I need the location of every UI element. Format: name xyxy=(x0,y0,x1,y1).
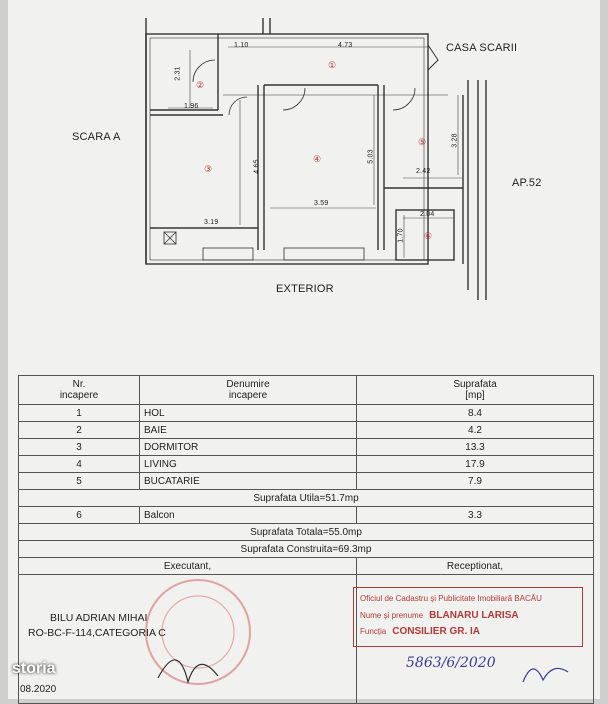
room-number-2: ② xyxy=(196,80,205,90)
cell-name: BAIE xyxy=(139,421,357,439)
label-stairs-a: SCARA A xyxy=(72,131,121,143)
cell-name: LIVING xyxy=(139,455,357,473)
table-summary-row: Suprafata Totala=55.0mp xyxy=(18,523,594,541)
table-summary-row: Suprafata Construita=69.3mp xyxy=(18,540,594,558)
cell-area: 7.9 xyxy=(356,472,594,490)
document-date: 08.2020 xyxy=(20,684,57,695)
table-summary-row: Suprafata Utila=51.7mp xyxy=(18,489,594,507)
cell-name: Balcon xyxy=(139,506,357,524)
cell-name: HOL xyxy=(139,404,357,422)
executant-stamp xyxy=(145,579,251,685)
room-number-6: ⑥ xyxy=(424,231,433,241)
receptionat-signature xyxy=(522,667,569,683)
executant-name: BILU ADRIAN MIHAI xyxy=(50,612,148,624)
table-row: 6 Balcon 3.3 xyxy=(18,506,594,524)
stamp-office: Oficiul de Cadastru și Publicitate Imobi… xyxy=(360,594,542,603)
useful-area: Suprafata Utila=51.7mp xyxy=(18,489,594,507)
executant-code: RO-BC-F-114,CATEGORIA C xyxy=(28,627,166,639)
dimension: 2.04 xyxy=(420,211,435,218)
table-header-row: Nr. incapere Denumire incapere Suprafata… xyxy=(18,375,594,405)
handwritten-number: 5863/6/2020 xyxy=(406,655,496,671)
table-row: 4 LIVING 17.9 xyxy=(18,455,594,473)
dimension: 5.03 xyxy=(367,149,375,164)
header-nr: Nr. incapere xyxy=(18,375,140,405)
dimension: 2.31 xyxy=(174,66,182,81)
header-name: Denumire incapere xyxy=(139,375,357,405)
signature-header-row: Executant, Receptionat, xyxy=(18,557,594,575)
cell-area: 13.3 xyxy=(356,438,594,456)
area-table: Nr. incapere Denumire incapere Suprafata… xyxy=(18,375,594,704)
dimension: 1.10 xyxy=(234,42,249,49)
label-stairs-house: CASA SCARII xyxy=(446,42,518,54)
dimension: 1.70 xyxy=(397,228,405,243)
dimension: 3.19 xyxy=(204,219,219,226)
cell-nr: 3 xyxy=(18,438,140,456)
dimension: 3.59 xyxy=(314,200,329,207)
dimension: 2.42 xyxy=(416,168,431,175)
cell-name: BUCATARIE xyxy=(139,472,357,490)
cell-area: 17.9 xyxy=(356,455,594,473)
dimension: 4.65 xyxy=(253,159,261,174)
built-area: Suprafata Construita=69.3mp xyxy=(18,540,594,558)
table-row: 3 DORMITOR 13.3 xyxy=(18,438,594,456)
label-exterior: EXTERIOR xyxy=(276,283,334,295)
dimension: 3.28 xyxy=(451,133,459,148)
cell-area: 3.3 xyxy=(356,506,594,524)
cell-area: 4.2 xyxy=(356,421,594,439)
floor-plan xyxy=(145,18,487,300)
cell-nr: 6 xyxy=(18,506,140,524)
cell-nr: 5 xyxy=(18,472,140,490)
document-page: CASA SCARII SCARA A AP.52 EXTERIOR ① ② ③… xyxy=(8,0,600,704)
total-area: Suprafata Totala=55.0mp xyxy=(18,523,594,541)
cell-area: 8.4 xyxy=(356,404,594,422)
table-row: 1 HOL 8.4 xyxy=(18,404,594,422)
storia-logo: storia xyxy=(12,660,56,677)
cell-nr: 1 xyxy=(18,404,140,422)
dimension: 4.73 xyxy=(338,42,353,49)
cadastre-stamp: Oficiul de Cadastru și Publicitate Imobi… xyxy=(353,587,583,647)
header-area: Suprafata [mp] xyxy=(356,375,594,405)
plan-outline xyxy=(145,33,429,265)
room-number-4: ④ xyxy=(313,154,322,164)
room-number-3: ③ xyxy=(204,164,213,174)
cell-nr: 4 xyxy=(18,455,140,473)
cell-name: DORMITOR xyxy=(139,438,357,456)
table-row: 2 BAIE 4.2 xyxy=(18,421,594,439)
room-number-1: ① xyxy=(328,60,337,70)
label-apartment: AP.52 xyxy=(512,177,542,189)
cell-nr: 2 xyxy=(18,421,140,439)
receptionat-label: Receptionat, xyxy=(356,557,594,575)
room-number-5: ⑤ xyxy=(418,137,427,147)
table-row: 5 BUCATARIE 7.9 xyxy=(18,472,594,490)
dimension: 1.96 xyxy=(184,103,199,110)
receptionat-cell xyxy=(356,574,594,704)
